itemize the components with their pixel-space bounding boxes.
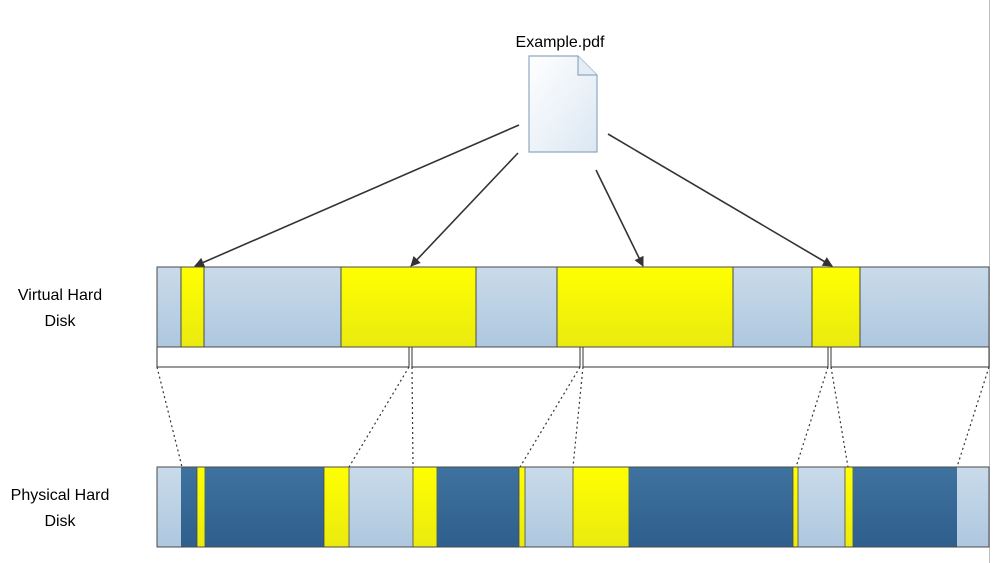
mapping-arrows [194, 124, 833, 267]
dotted-mapping-lines [156, 366, 990, 468]
physical-disk-label: Physical Hard Disk [0, 483, 120, 535]
used-block [629, 467, 793, 547]
arrow-2 [410, 152, 519, 267]
virtual-disk-label-line1: Virtual Hard [17, 287, 103, 304]
file-block [180, 266, 205, 348]
file-block [572, 466, 630, 548]
file-block [556, 266, 734, 348]
virtual-disk-bar [156, 266, 990, 348]
file-block [412, 466, 438, 548]
used-block [181, 467, 197, 547]
file-block [811, 266, 861, 348]
physical-disk-label-line2: Disk [44, 513, 76, 530]
file-block [844, 466, 854, 548]
arrow-1 [194, 124, 520, 267]
file-name-label: Example.pdf [515, 34, 605, 51]
used-block [437, 467, 519, 547]
file-block [518, 466, 526, 548]
segment-brackets [156, 347, 990, 368]
used-block [205, 467, 324, 547]
arrow-3 [595, 169, 644, 267]
file-block [792, 466, 799, 548]
virtual-disk-label: Virtual Hard Disk [0, 283, 120, 335]
file-block [196, 466, 206, 548]
physical-disk-bar [156, 466, 990, 548]
arrow-4 [607, 133, 833, 267]
virtual-disk-label-line2: Disk [44, 313, 76, 330]
file-block [340, 266, 477, 348]
used-block [853, 467, 957, 547]
physical-disk-label-line1: Physical Hard [10, 487, 110, 504]
file-block [323, 466, 350, 548]
document-icon [528, 55, 598, 153]
